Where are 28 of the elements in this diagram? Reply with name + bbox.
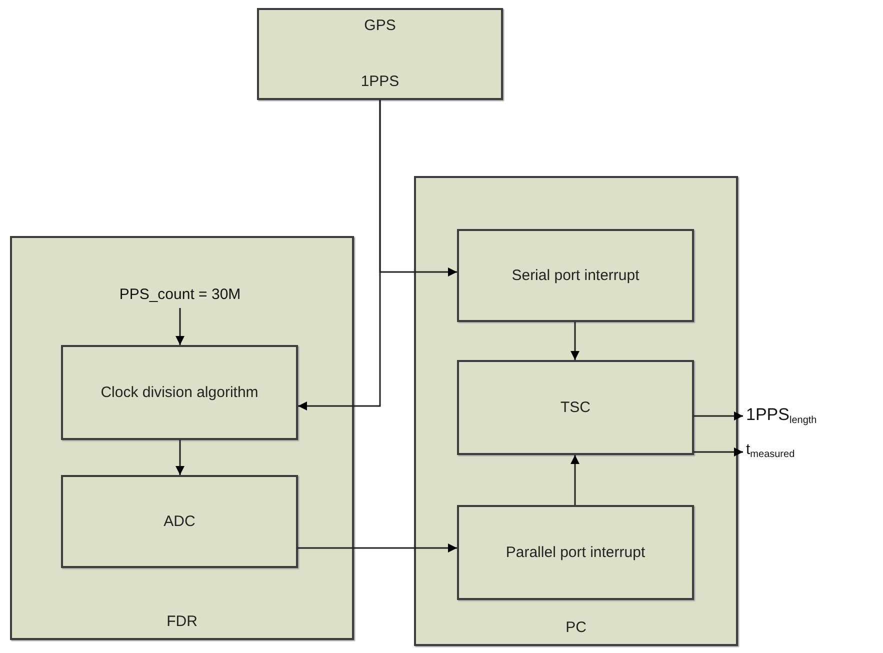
block-box [61,475,298,568]
parameter-label: PPS_count = 30M [100,286,260,308]
output-signal-label: 1PPS$_{length}$ [746,405,878,429]
block-label: Parallel port interrupt [504,542,646,562]
arrow [570,322,580,360]
block-box [457,360,694,455]
block-box [10,236,354,640]
arrow [298,100,381,410]
group-label: 1PPS [360,72,400,92]
arrow [694,448,743,456]
block-label: ADC [162,511,196,532]
group-label: FDR [166,612,198,632]
block-box [457,505,694,600]
group-label: PC [564,618,588,638]
arrow [298,544,457,552]
block-box [457,229,694,322]
arrow [570,455,580,505]
block-box [61,345,298,440]
block-title: GPS [363,16,397,36]
block-label: Clock division algorithm [100,382,260,402]
block-label: TSC [560,397,592,418]
arrow [176,308,184,345]
arrow [694,412,743,420]
output-signal-label: t$_{measured}$ [746,441,866,463]
block-label: Serial port interrupt [510,265,640,286]
arrow [176,440,184,475]
block-box [257,8,503,100]
block-box [414,176,738,646]
